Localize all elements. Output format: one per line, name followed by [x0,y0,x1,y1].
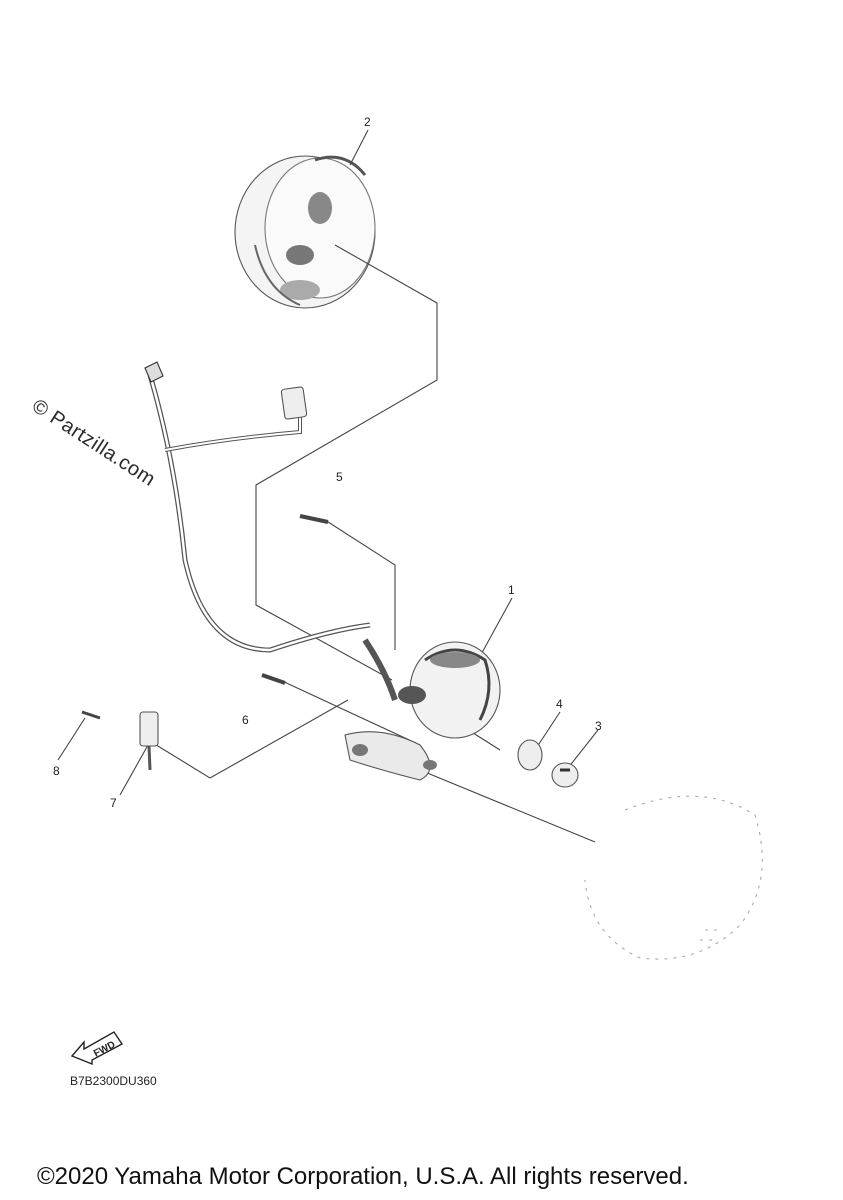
pin-part[interactable] [299,514,329,524]
callout-1: 1 [508,583,515,597]
clamp-part[interactable] [139,711,159,771]
callout-8: 8 [53,764,60,778]
diagram-code: B7B2300DU360 [70,1074,157,1088]
stator-part[interactable] [344,638,501,781]
copyright-notice: ©2020 Yamaha Motor Corporation, U.S.A. A… [37,1163,689,1190]
callout-7: 7 [110,796,117,810]
plug-part[interactable] [517,739,543,771]
screw-part[interactable] [261,673,286,685]
callout-3: 3 [595,719,602,733]
callout-5: 5 [336,470,343,484]
callout-6: 6 [242,713,249,727]
wire-harness[interactable] [144,361,371,653]
cap-part[interactable] [551,762,579,788]
bolt-part[interactable] [81,710,101,720]
callout-4: 4 [556,697,563,711]
crankcase-outline [584,795,763,960]
callout-2: 2 [364,115,371,129]
forward-arrow-icon: FWD [70,1031,124,1066]
rotor-part[interactable] [234,155,376,309]
